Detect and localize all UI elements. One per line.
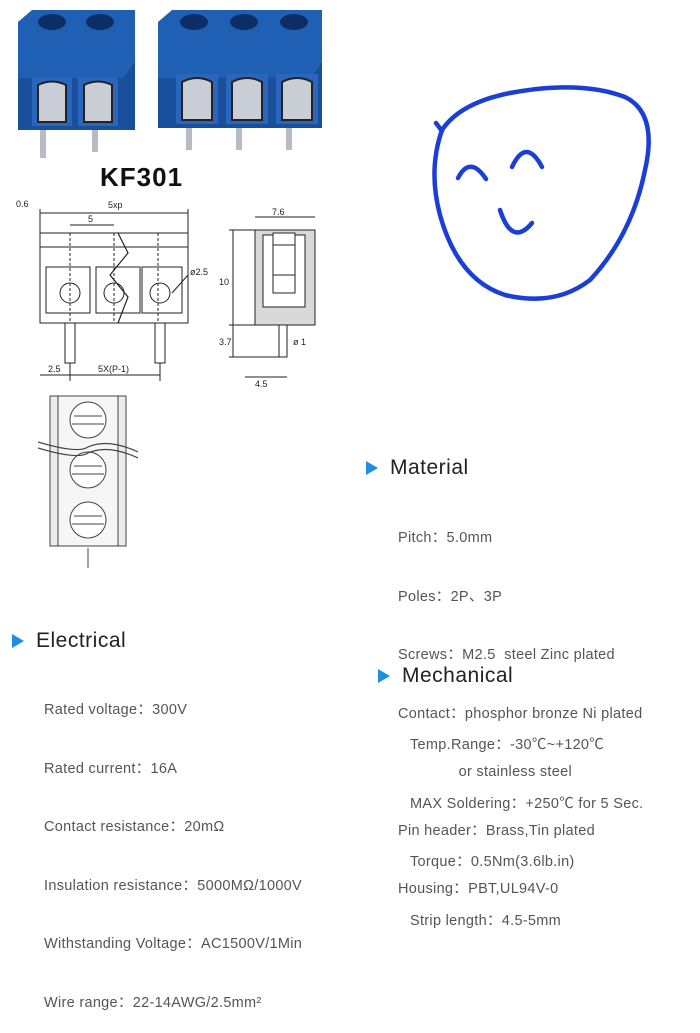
electrical-title: Electrical: [36, 629, 127, 652]
spec-line: Poles：2P、3P: [398, 588, 503, 605]
spec-line: Wire range：22-14AWG/2.5mm²: [44, 994, 262, 1011]
spec-line: Withstanding Voltage：AC1500V/1Min: [44, 936, 303, 952]
triangle-bullet-icon: [366, 461, 378, 475]
triangle-bullet-icon: [12, 634, 24, 648]
dim-dia-2-5: ø2.5: [190, 267, 208, 277]
model-title: KF301: [100, 162, 184, 192]
dim-2-5: 2.5: [48, 364, 61, 374]
mechanical-title: Mechanical: [402, 664, 514, 687]
spec-line: MAX Soldering：+250℃ for 5 Sec.: [410, 795, 644, 812]
spec-line: Contact resistance：20mΩ: [44, 819, 225, 835]
mechanical-specs: Temp.Range：-30℃~+120℃ MAX Soldering：+250…: [410, 697, 643, 951]
terminal-block-3p: [158, 10, 322, 150]
dim-dia-1: ø 1: [293, 337, 306, 347]
dim-0-6: 0.6: [16, 199, 29, 209]
dim-7-6: 7.6: [272, 207, 285, 217]
material-section-header: Material: [366, 456, 469, 480]
triangle-bullet-icon: [378, 669, 390, 683]
spec-line: Torque：0.5Nm(3.6lb.in): [410, 854, 575, 870]
material-title: Material: [390, 456, 469, 479]
spec-line: Rated current：16A: [44, 760, 178, 777]
dim-10: 10: [219, 277, 229, 287]
spec-line: Screws：M2.5 steel Zinc plated: [398, 647, 615, 663]
mechanical-section-header: Mechanical: [378, 664, 513, 688]
spec-line: Pitch：5.0mm: [398, 530, 493, 546]
spec-line: Rated voltage：300V: [44, 702, 188, 718]
product-photo: [0, 0, 340, 165]
side-view-drawing: 7.6 10 3.7 ø 1 4.5: [215, 205, 325, 390]
terminal-block-2p: [18, 10, 135, 158]
dim-5: 5: [88, 214, 93, 224]
dim-5xp: 5xp: [108, 200, 123, 210]
spec-line: Contact：phosphor bronze Ni plated: [398, 705, 643, 722]
electrical-specs: Rated voltage：300V Rated current：16A Con…: [44, 662, 302, 1033]
spec-line: or stainless steel: [398, 764, 572, 780]
top-view-drawing: [37, 392, 139, 570]
dim-5x-p-1: 5X(P-1): [98, 364, 129, 374]
spec-line: Temp.Range：-30℃~+120℃: [410, 737, 605, 753]
spec-line: Insulation resistance：5000MΩ/1000V: [44, 877, 303, 894]
dim-3-7: 3.7: [219, 337, 232, 347]
spec-line: Strip length：4.5-5mm: [410, 912, 562, 929]
dim-4-5: 4.5: [255, 379, 268, 389]
smiley-face-drawing: [420, 75, 665, 310]
electrical-section-header: Electrical: [12, 629, 126, 653]
front-view-drawing: 0.6 5xp 5 ø2.5 2.5 5X(P-1): [10, 195, 220, 390]
